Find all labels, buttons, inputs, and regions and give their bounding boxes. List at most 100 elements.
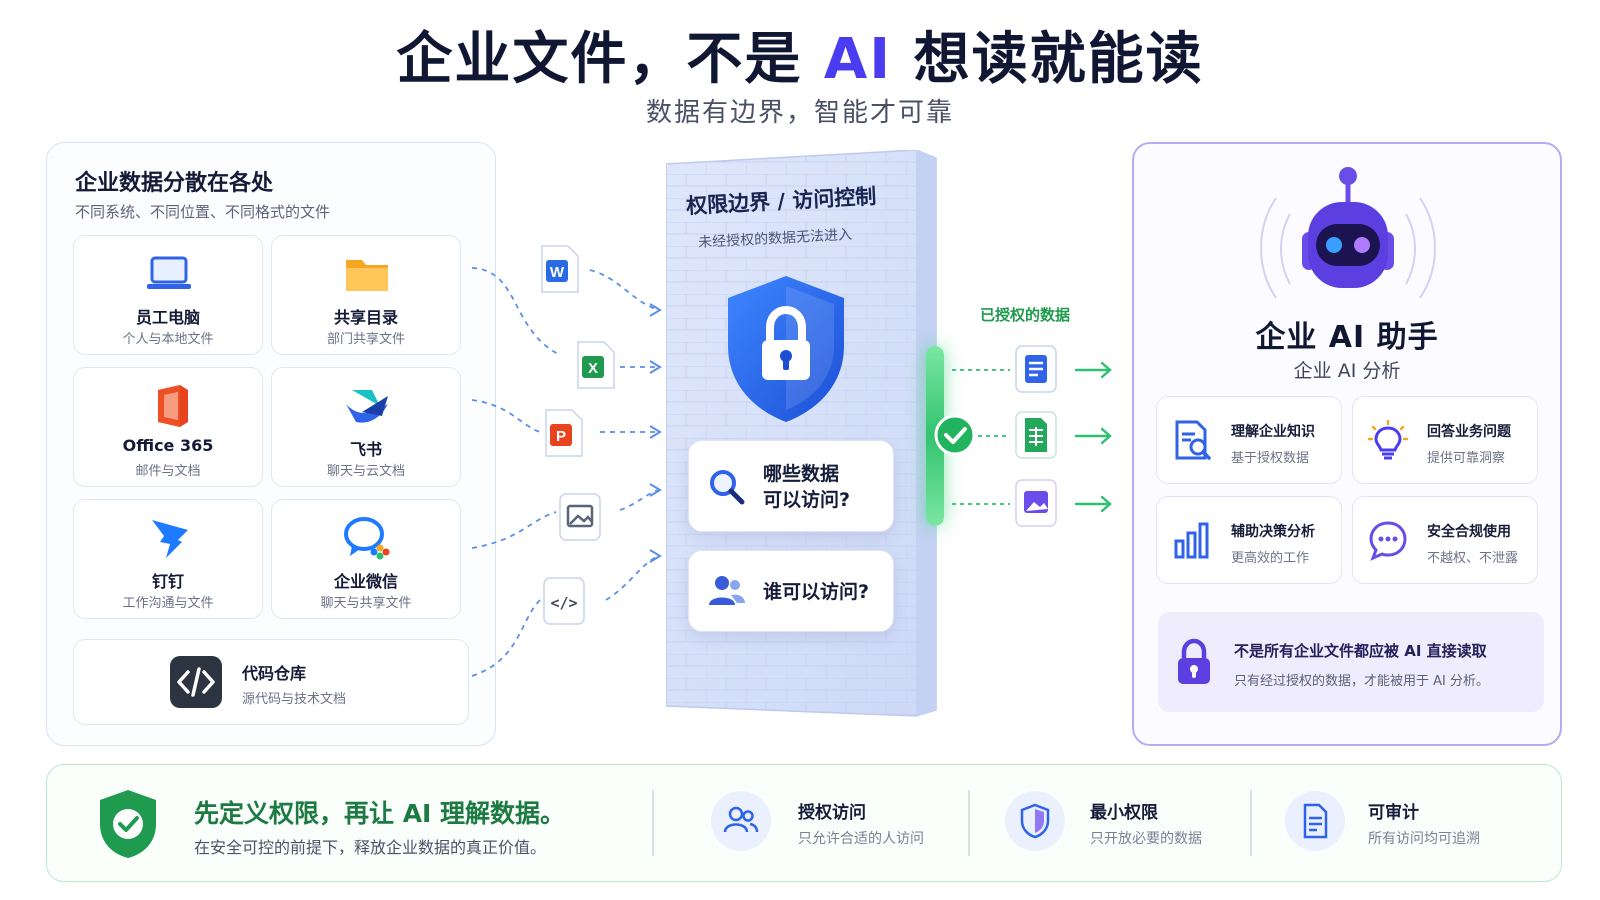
connector-line: [605, 555, 659, 601]
authorized-arrow: [1074, 361, 1112, 379]
page-subtitle: 数据有边界，智能才可靠: [645, 98, 954, 128]
folder-icon: [346, 260, 388, 291]
assistant-subtitle: 企业 AI 分析: [1293, 360, 1401, 382]
divider: [1250, 790, 1252, 856]
capability-desc: 基于授权数据: [1231, 451, 1310, 466]
source-desc: 部门共享文件: [326, 332, 405, 347]
word-letter: W: [550, 264, 565, 281]
wecom-icon: [344, 517, 390, 560]
source-tile-dingtalk: 钉钉 工作沟通与文件: [73, 499, 263, 619]
laptop-icon: [147, 256, 191, 289]
bar-chart-icon: [1174, 522, 1209, 559]
summary-headline: 先定义权限，再让 AI 理解数据。: [194, 799, 566, 828]
warning-box: 不是所有企业文件都应被 AI 直接读取 只有经过授权的数据，才能被用于 AI 分…: [1158, 612, 1544, 712]
arrowhead: [649, 303, 662, 317]
capability-desc: 不越权、不泄露: [1427, 551, 1519, 566]
source-name: 飞书: [349, 440, 382, 459]
check-icon: [934, 414, 976, 456]
source-name: Office 365: [122, 436, 214, 455]
sources-title: 企业数据分散在各处: [75, 171, 274, 196]
warning-title: 不是所有企业文件都应被 AI 直接读取: [1234, 642, 1487, 660]
authorized-arrow: [1074, 427, 1112, 445]
lock-icon: [1178, 638, 1210, 684]
source-desc: 工作沟通与文件: [122, 596, 214, 611]
document-circle-icon: [1285, 791, 1345, 851]
ppt-letter: P: [556, 428, 566, 445]
chat-bubble-icon: [1369, 521, 1407, 561]
authorized-data-label: 已授权的数据: [980, 306, 1071, 324]
data-sources-panel: 企业数据分散在各处 不同系统、不同位置、不同格式的文件 员工电脑 个人与本地文件…: [46, 142, 496, 746]
source-tile-feishu: 飞书 聊天与云文档: [271, 367, 461, 487]
capability-card-knowledge: 理解企业知识 基于授权数据: [1156, 396, 1342, 484]
divider: [652, 790, 654, 856]
users-icon: [709, 576, 745, 605]
source-name: 员工电脑: [135, 308, 200, 327]
source-name: 代码仓库: [242, 664, 307, 683]
capability-title: 辅助决策分析: [1231, 524, 1315, 540]
title-ai-highlight: AI: [823, 27, 893, 92]
sources-subtitle: 不同系统、不同位置、不同格式的文件: [75, 203, 331, 221]
document-search-icon: [1175, 420, 1211, 460]
assistant-title: 企业 AI 助手: [1255, 320, 1439, 355]
question-who: 谁可以访问?: [763, 581, 870, 603]
question-which-data: 哪些数据可以访问?: [763, 463, 851, 511]
users-circle-icon: [711, 791, 771, 851]
capability-desc: 提供可靠洞察: [1427, 451, 1506, 466]
source-name: 企业微信: [333, 572, 398, 591]
authorized-arrow: [1074, 495, 1112, 513]
source-tile-laptop: 员工电脑 个人与本地文件: [73, 235, 263, 355]
source-name: 钉钉: [151, 572, 184, 591]
capability-card-compliance: 安全合规使用 不越权、不泄露: [1352, 496, 1538, 584]
lightbulb-icon: [1367, 419, 1409, 460]
feature-desc: 只开放必要的数据: [1090, 831, 1202, 847]
dingtalk-icon: [152, 520, 188, 558]
ppt-file-icon: P: [545, 409, 583, 457]
capability-desc: 更高效的工作: [1231, 551, 1310, 566]
feature-title: 授权访问: [798, 803, 866, 823]
source-tile-office: Office 365 邮件与文档: [73, 367, 263, 487]
capability-card-decision: 辅助决策分析 更高效的工作: [1156, 496, 1342, 584]
divider: [968, 790, 970, 856]
code-file-icon: </>: [543, 577, 585, 625]
source-desc: 源代码与技术文档: [242, 692, 347, 707]
search-icon: [710, 470, 745, 505]
excel-letter: X: [588, 360, 598, 377]
shield-check-icon: [100, 790, 156, 858]
source-name: 共享目录: [333, 308, 398, 327]
feature-title: 可审计: [1368, 803, 1419, 823]
arrowhead: [649, 549, 662, 563]
source-desc: 聊天与共享文件: [320, 596, 412, 611]
lock-shield-icon: [728, 276, 844, 422]
feature-desc: 只允许合适的人访问: [798, 831, 924, 847]
source-tile-folder: 共享目录 部门共享文件: [271, 235, 461, 355]
source-desc: 邮件与文档: [135, 464, 201, 479]
arrowhead: [649, 360, 662, 374]
source-tile-code: 代码仓库 源代码与技术文档: [73, 639, 469, 725]
code-icon: [170, 656, 222, 708]
excel-file-icon: X: [577, 341, 615, 389]
capability-title: 理解企业知识: [1231, 424, 1315, 440]
capability-card-answers: 回答业务问题 提供可靠洞察: [1352, 396, 1538, 484]
shield-circle-icon: [1005, 791, 1065, 851]
image-file-icon: [559, 493, 601, 541]
connector-line: [619, 489, 659, 511]
doc-file-icon: [1015, 345, 1057, 393]
arrowhead: [649, 425, 662, 439]
sheet-file-icon: [1015, 411, 1057, 459]
page-title: 企业文件，不是 AI 想读就能读: [396, 27, 1204, 92]
feature-title: 最小权限: [1090, 803, 1158, 823]
question-card-who: 谁可以访问?: [688, 550, 894, 632]
feature-desc: 所有访问均可追溯: [1368, 831, 1480, 847]
source-tile-wecom: 企业微信 聊天与共享文件: [271, 499, 461, 619]
connector-line: [589, 269, 659, 311]
image-file-icon-authorized: [1015, 479, 1057, 527]
feishu-icon: [346, 390, 388, 423]
summary-subline: 在安全可控的前提下，释放企业数据的真正价值。: [194, 838, 547, 857]
question-card-which-data: 哪些数据可以访问?: [688, 440, 894, 532]
office-icon: [158, 385, 188, 427]
source-desc: 个人与本地文件: [122, 332, 214, 347]
capability-title: 安全合规使用: [1427, 524, 1511, 540]
word-file-icon: W: [541, 245, 579, 293]
code-symbol: </>: [550, 594, 577, 612]
capability-title: 回答业务问题: [1427, 424, 1511, 440]
